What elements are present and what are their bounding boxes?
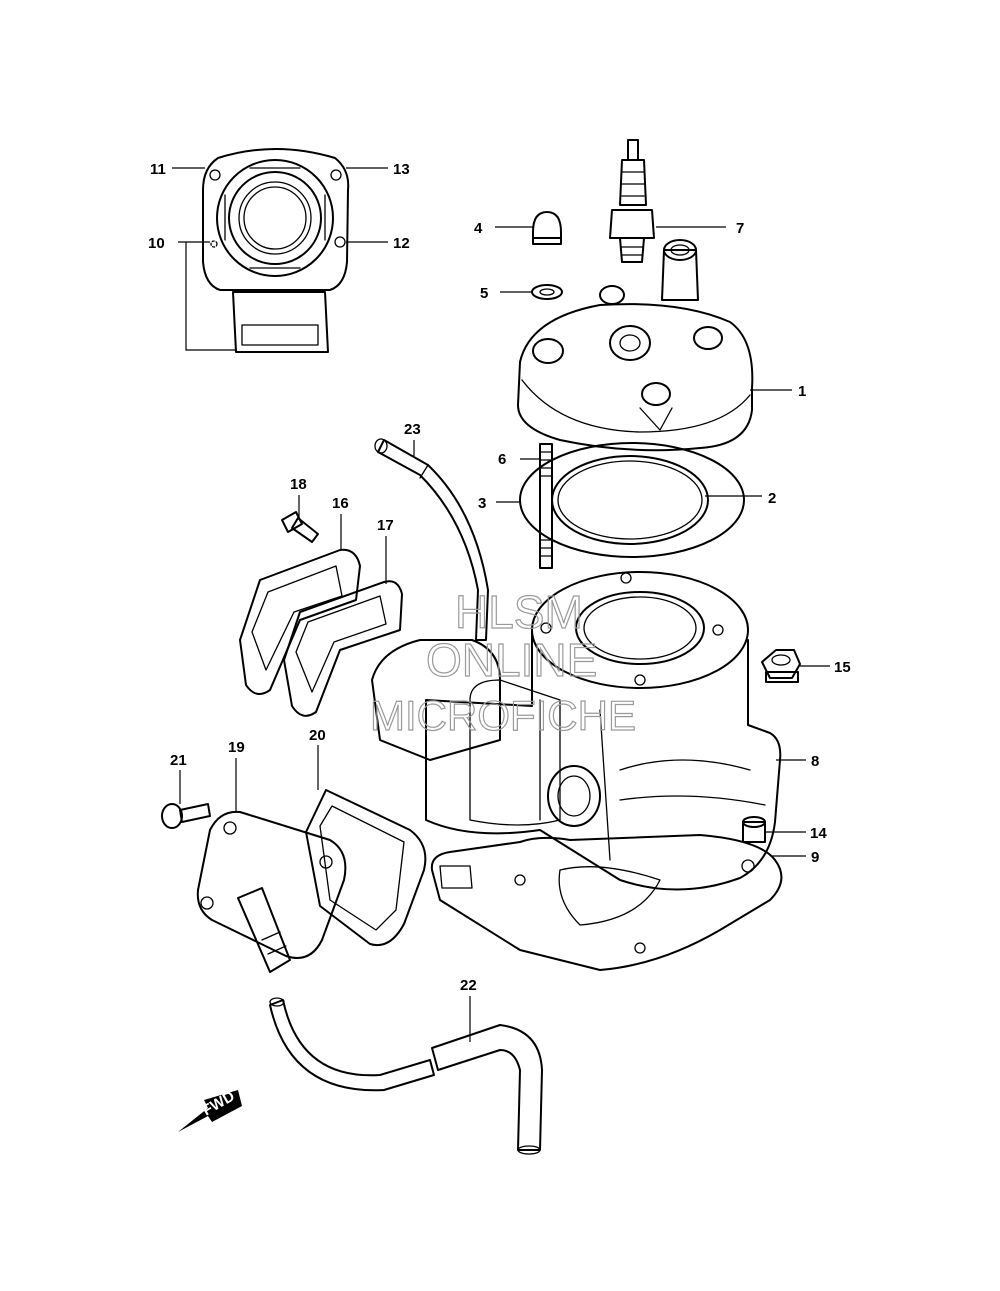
callout-23: 23 [404, 421, 421, 438]
cylinder-head [517, 239, 754, 452]
callout-7: 7 [736, 220, 744, 237]
reed-gasket-outer [239, 548, 361, 695]
callout-14: 14 [810, 825, 827, 842]
callout-3: 3 [478, 495, 486, 512]
callout-17: 17 [377, 517, 394, 534]
watermark: HLSM ONLINE MICROFICHE [369, 585, 636, 739]
flange-nut [761, 649, 801, 683]
o-ring [519, 442, 745, 558]
exhaust-gasket [305, 789, 427, 946]
bolt-lower [161, 803, 211, 829]
callout-9: 9 [811, 849, 819, 866]
callout-8: 8 [811, 753, 819, 770]
dowel-pin [742, 816, 766, 843]
washer [531, 284, 563, 300]
callout-13: 13 [393, 161, 410, 178]
callout-19: 19 [228, 739, 245, 756]
drain-hose [269, 997, 543, 1155]
callout-numbers: 1 2 3 4 5 6 7 8 9 10 11 12 13 14 15 16 1… [148, 161, 851, 994]
leader-lines [172, 167, 830, 1042]
callout-6: 6 [498, 451, 506, 468]
watermark-line-3: MICROFICHE [370, 692, 636, 739]
callout-2: 2 [768, 490, 776, 507]
cap-nut [532, 211, 562, 245]
callout-18: 18 [290, 476, 307, 493]
breather-hose [374, 438, 489, 641]
stud-bolt [539, 443, 553, 569]
reed-cover [196, 810, 347, 973]
base-gasket [430, 834, 783, 971]
cylinder-top-view-inset [185, 148, 350, 353]
callout-12: 12 [393, 235, 410, 252]
callout-4: 4 [474, 220, 483, 237]
callout-22: 22 [460, 977, 477, 994]
callout-5: 5 [480, 285, 488, 302]
callout-16: 16 [332, 495, 349, 512]
watermark-line-1: HLSM [455, 586, 583, 638]
watermark-line-2: ONLINE [426, 634, 597, 686]
callout-21: 21 [170, 752, 187, 769]
callout-20: 20 [309, 727, 326, 744]
fwd-direction-arrow: FWD [178, 1088, 242, 1132]
callout-15: 15 [834, 659, 851, 676]
cylinder-block [425, 571, 782, 891]
callout-10: 10 [148, 235, 165, 252]
head-gasket [551, 455, 709, 545]
callout-11: 11 [150, 161, 166, 178]
reed-block [371, 639, 501, 761]
callout-1: 1 [798, 383, 806, 400]
reed-gasket-inner [283, 580, 403, 717]
spark-plug [609, 139, 655, 263]
bolt-upper [281, 511, 319, 543]
